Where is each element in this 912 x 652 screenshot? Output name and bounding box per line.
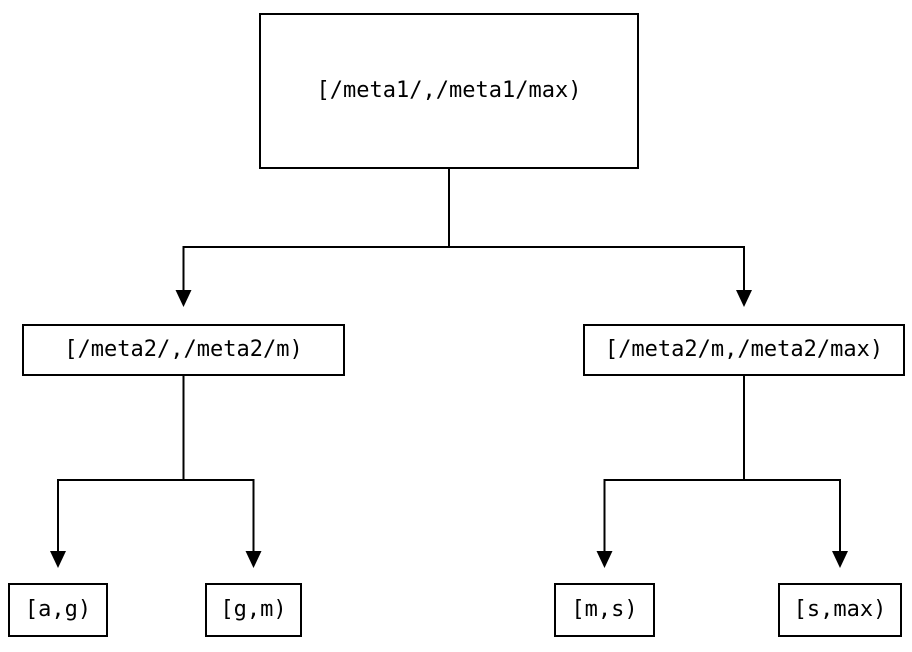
node-root: [/meta1/,/meta1/max)	[259, 13, 639, 169]
node-left-range: [/meta2/,/meta2/m)	[22, 324, 345, 376]
arrowhead-leaf-ms-icon	[596, 551, 613, 568]
edge-root-branch	[182, 246, 745, 292]
edge-right-branch	[603, 479, 841, 552]
node-right-range: [/meta2/m,/meta2/max)	[583, 324, 905, 376]
arrowhead-leaf-ag-icon	[50, 551, 66, 568]
node-leaf-ms: [m,s)	[554, 583, 655, 637]
edge-left-branch	[57, 479, 255, 552]
arrowhead-left-child-icon	[175, 290, 192, 307]
arrowhead-leaf-gm-icon	[245, 551, 262, 568]
node-leaf-gm: [g,m)	[205, 583, 302, 637]
arrowhead-leaf-smax-icon	[832, 551, 848, 568]
arrowhead-right-child-icon	[736, 290, 752, 307]
node-leaf-ag: [a,g)	[8, 583, 108, 637]
node-leaf-smax: [s,max)	[778, 583, 902, 637]
